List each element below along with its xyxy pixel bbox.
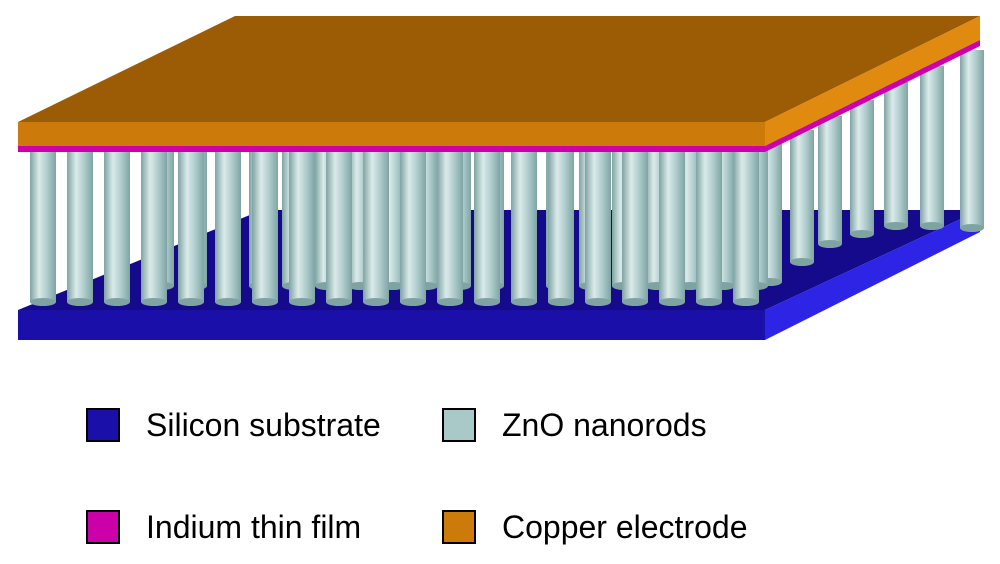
zno-nanorod-back-4	[850, 100, 874, 238]
legend-label-zno-nanorods: ZnO nanorods	[502, 407, 707, 443]
legend-label-copper-electrode: Copper electrode	[502, 509, 748, 545]
legend-swatch-zno-nanorods	[442, 408, 476, 442]
zno-nanorod-front-17	[622, 150, 648, 306]
zno-nanorod-front-9	[326, 150, 352, 306]
zno-nanorod-back-5	[818, 116, 842, 248]
legend-item-zno-nanorods: ZnO nanorods	[442, 408, 707, 442]
top-electrode-assembly	[18, 16, 980, 152]
zno-nanorod-front-13	[474, 150, 500, 306]
zno-nanorod-front-5	[178, 150, 204, 306]
indium-thin-film-front	[18, 146, 765, 152]
zno-nanorod-front-10	[363, 150, 389, 306]
zno-nanorod-front-7	[252, 150, 278, 306]
legend-swatch-indium-thin-film	[86, 510, 120, 544]
zno-nanorod-back-1	[960, 50, 984, 232]
legend-item-copper-electrode: Copper electrode	[442, 510, 747, 544]
zno-nanorod-front-14	[511, 150, 537, 306]
legend-label-indium-thin-film: Indium thin film	[146, 509, 362, 545]
legend-swatch-copper-electrode	[442, 510, 476, 544]
zno-nanorod-back-6	[790, 130, 814, 266]
zno-nanorod-front-1	[30, 150, 56, 306]
zno-nanorod-front-12	[437, 150, 463, 306]
zno-nanorod-front-3	[104, 150, 130, 306]
zno-nanorod-front-16	[585, 150, 611, 306]
silicon-substrate-side	[765, 210, 980, 340]
indium-thin-film-side	[765, 40, 980, 152]
zno-nanorod-front-8	[289, 150, 315, 306]
zno-nanorod-back-3	[884, 82, 908, 230]
zno-nanorod-back-2	[920, 66, 944, 230]
legend-label-silicon-substrate: Silicon substrate	[146, 407, 381, 443]
copper-electrode-front	[18, 122, 765, 146]
zno-nanorod-front-19	[696, 150, 722, 306]
silicon-substrate-front	[18, 310, 765, 340]
zno-nanorod-front-2	[67, 150, 93, 306]
device-stack-illustration	[18, 16, 984, 340]
zno-nanorod-front-11	[400, 150, 426, 306]
copper-electrode-top	[18, 16, 980, 122]
copper-electrode-side	[765, 16, 980, 146]
zno-nanorod-front-18	[659, 150, 685, 306]
legend-item-indium-thin-film: Indium thin film	[86, 510, 361, 544]
zno-nanorod-front-6	[215, 150, 241, 306]
zno-nanorod-front-15	[548, 150, 574, 306]
zno-nanorod-front-20	[733, 150, 759, 306]
zno-nanorod-front-4	[141, 150, 167, 306]
zno-nanorod-array	[30, 50, 984, 306]
legend-item-silicon-substrate: Silicon substrate	[86, 408, 381, 442]
legend-swatch-silicon-substrate	[86, 408, 120, 442]
